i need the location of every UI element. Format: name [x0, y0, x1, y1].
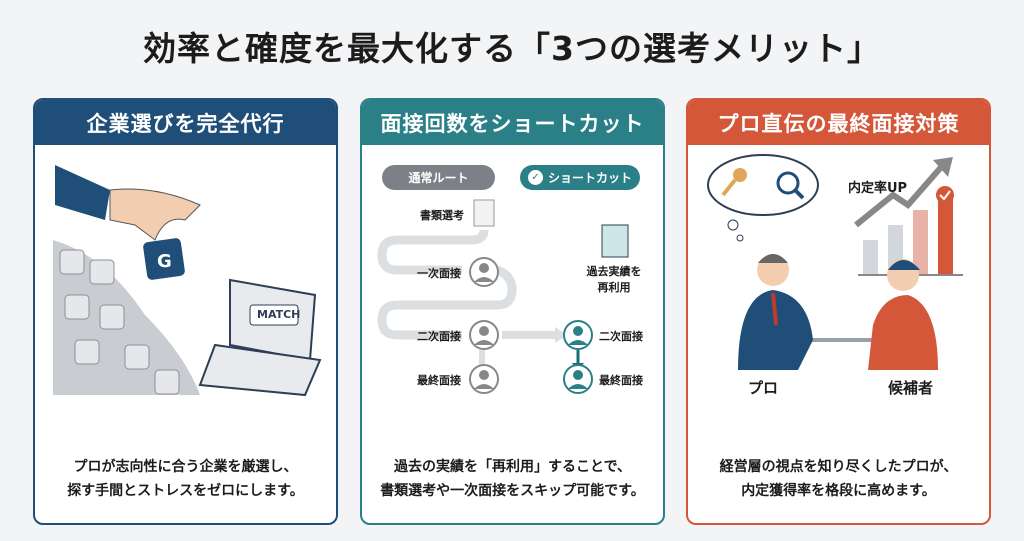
check-icon: ✓: [527, 170, 543, 185]
panel-final-interview-prep: プロ直伝の最終面接対策 内定率UP プロ 候補者 経営層の視点を知り尽くしたプロ…: [686, 98, 991, 525]
trend-arrow-icon: [854, 163, 946, 228]
pro-label: プロ: [748, 379, 779, 397]
desc-line: 内定獲得率を格段に高めます。: [741, 483, 936, 499]
desc-line: 書類選考や一次面接をスキップ可能です。: [380, 483, 645, 499]
shortcut-second-interview: 二次面接: [599, 330, 643, 343]
panel-description: 過去の実績を「再利用」することで、 書類選考や一次面接をスキップ可能です。: [362, 455, 663, 503]
candidate-label: 候補者: [888, 379, 934, 397]
company-pile-icon: [53, 240, 200, 395]
rate-up-label: 内定率UP: [848, 181, 908, 196]
magnifier-icon: [776, 171, 805, 200]
company-selection-illustration: G MATCH: [35, 145, 336, 445]
shortcut-illustration: 通常ルート ✓ ショートカット 書類選考 一次面接 二次面接 最終面接 二次面接: [362, 145, 663, 445]
key-icon: [721, 168, 747, 197]
document-icon: [473, 199, 495, 227]
desc-line: 過去の実績を「再利用」することで、: [393, 459, 632, 475]
step-second-interview: 二次面接: [417, 330, 461, 343]
candidate-person-icon: [868, 259, 938, 370]
interview-illustration: 内定率UP プロ 候補者: [688, 145, 989, 445]
panel-company-selection: 企業選びを完全代行 G: [33, 98, 338, 525]
document-icon: [601, 224, 629, 258]
step-first-interview: 一次面接: [417, 267, 461, 280]
bar-chart-icon: [858, 195, 963, 276]
panel-description: 経営層の視点を知り尽くしたプロが、 内定獲得率を格段に高めます。: [688, 455, 989, 503]
panel-heading: 面接回数をショートカット: [362, 100, 663, 145]
reuse-line: 過去実績を: [586, 265, 642, 278]
shortcut-pill: ✓ ショートカット: [520, 165, 640, 190]
company-logo-icon: [143, 238, 185, 280]
step-document-screening: 書類選考: [420, 209, 464, 222]
panel-heading: プロ直伝の最終面接対策: [688, 100, 989, 145]
page-title: 効率と確度を最大化する「3つの選考メリット」: [143, 29, 881, 68]
panel-heading: 企業選びを完全代行: [35, 100, 336, 145]
svg-text:G: G: [157, 251, 172, 272]
reuse-label: 過去実績を再利用: [584, 263, 644, 295]
step-final-interview: 最終面接: [417, 374, 461, 387]
panel-description: プロが志向性に合う企業を厳選し、 探す手間とストレスをゼロにします。: [35, 455, 336, 503]
reuse-line: 再利用: [597, 281, 631, 294]
shortcut-label: ショートカット: [547, 171, 632, 185]
match-badge: MATCH: [257, 308, 301, 321]
pro-person-icon: [738, 254, 813, 370]
briefcase-icon: [198, 278, 322, 397]
panel-interview-shortcut: 面接回数をショートカット 通常ルート ✓ ショートカット 書類選考 一次面接 二次…: [360, 98, 665, 525]
desc-line: 探す手間とストレスをゼロにします。: [67, 483, 304, 499]
hand-icon: [55, 165, 201, 241]
desc-line: プロが志向性に合う企業を厳選し、: [73, 459, 298, 475]
thought-bubble-icon: [707, 154, 819, 216]
desc-line: 経営層の視点を知り尽くしたプロが、: [719, 459, 958, 475]
check-icon: [936, 186, 954, 204]
shortcut-final-interview: 最終面接: [599, 374, 643, 387]
normal-route-pill: 通常ルート: [382, 165, 495, 190]
